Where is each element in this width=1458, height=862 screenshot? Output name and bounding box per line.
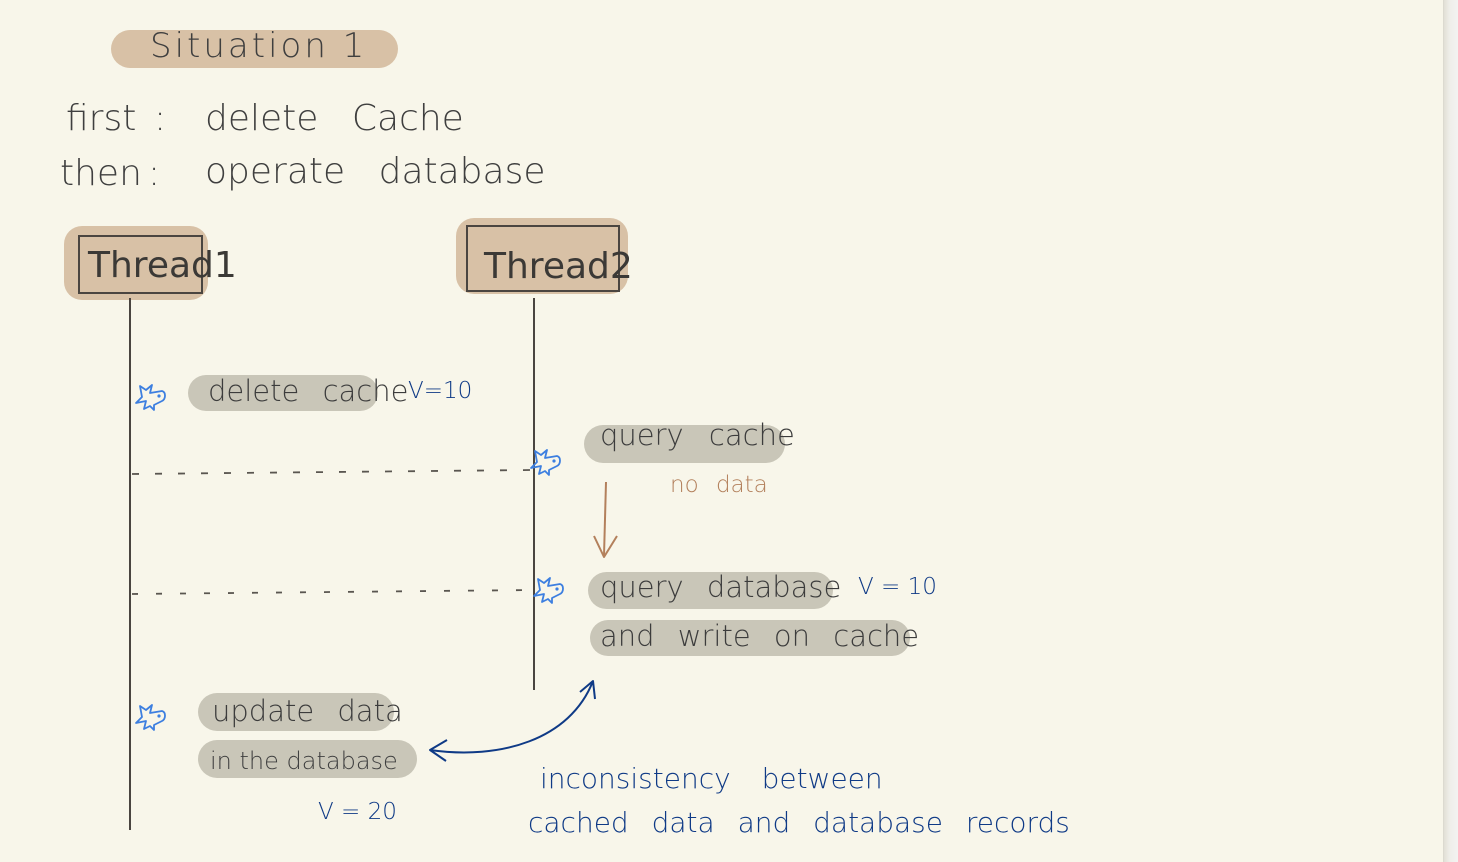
title-highlight bbox=[111, 30, 398, 68]
in-database-highlight bbox=[198, 740, 417, 778]
query-database-label: query database bbox=[600, 570, 842, 604]
query-database-highlight bbox=[588, 572, 833, 609]
then-label: then bbox=[60, 153, 142, 194]
first-action: delete Cache bbox=[205, 98, 464, 139]
page-title: Situation 1 bbox=[150, 26, 368, 66]
query-cache-highlight bbox=[584, 425, 785, 463]
update-data-highlight bbox=[198, 693, 394, 731]
inconsistency-line1: inconsistency between bbox=[540, 762, 883, 795]
then-action: operate database bbox=[205, 151, 546, 192]
query-database-value: V = 10 bbox=[858, 574, 937, 600]
down-arrow-icon bbox=[593, 481, 618, 558]
first-label: first bbox=[66, 98, 137, 139]
then-separator: : bbox=[148, 153, 161, 194]
inconsistency-line2: cached data and database records bbox=[528, 806, 1070, 839]
thread2-highlight bbox=[456, 218, 628, 294]
bird-doodle-icon bbox=[530, 449, 561, 476]
query-cache-label: query cache bbox=[600, 418, 795, 452]
first-separator: : bbox=[154, 98, 167, 139]
delete-cache-label: delete cache bbox=[208, 374, 409, 408]
bird-doodle-icon bbox=[533, 577, 564, 604]
no-data-label: no data bbox=[670, 472, 768, 498]
curved-double-arrow-icon bbox=[429, 680, 596, 762]
update-data-label: update data bbox=[212, 694, 403, 728]
delete-cache-value: V=10 bbox=[408, 378, 473, 404]
thread1-highlight bbox=[64, 226, 208, 300]
update-data-value: V = 20 bbox=[318, 799, 397, 825]
delete-cache-highlight bbox=[188, 375, 378, 411]
in-database-label: in the database bbox=[210, 747, 398, 775]
write-cache-label: and write on cache bbox=[600, 619, 920, 653]
time-marker-2 bbox=[131, 589, 535, 595]
page-edge bbox=[1443, 0, 1458, 862]
thread1-header: Thread1 bbox=[78, 235, 237, 294]
time-marker-1 bbox=[131, 469, 533, 475]
write-cache-highlight bbox=[590, 620, 910, 656]
thread2-header: Thread2 bbox=[466, 225, 633, 292]
bird-doodle-icon bbox=[135, 704, 166, 731]
bird-doodle-icon bbox=[135, 384, 166, 411]
